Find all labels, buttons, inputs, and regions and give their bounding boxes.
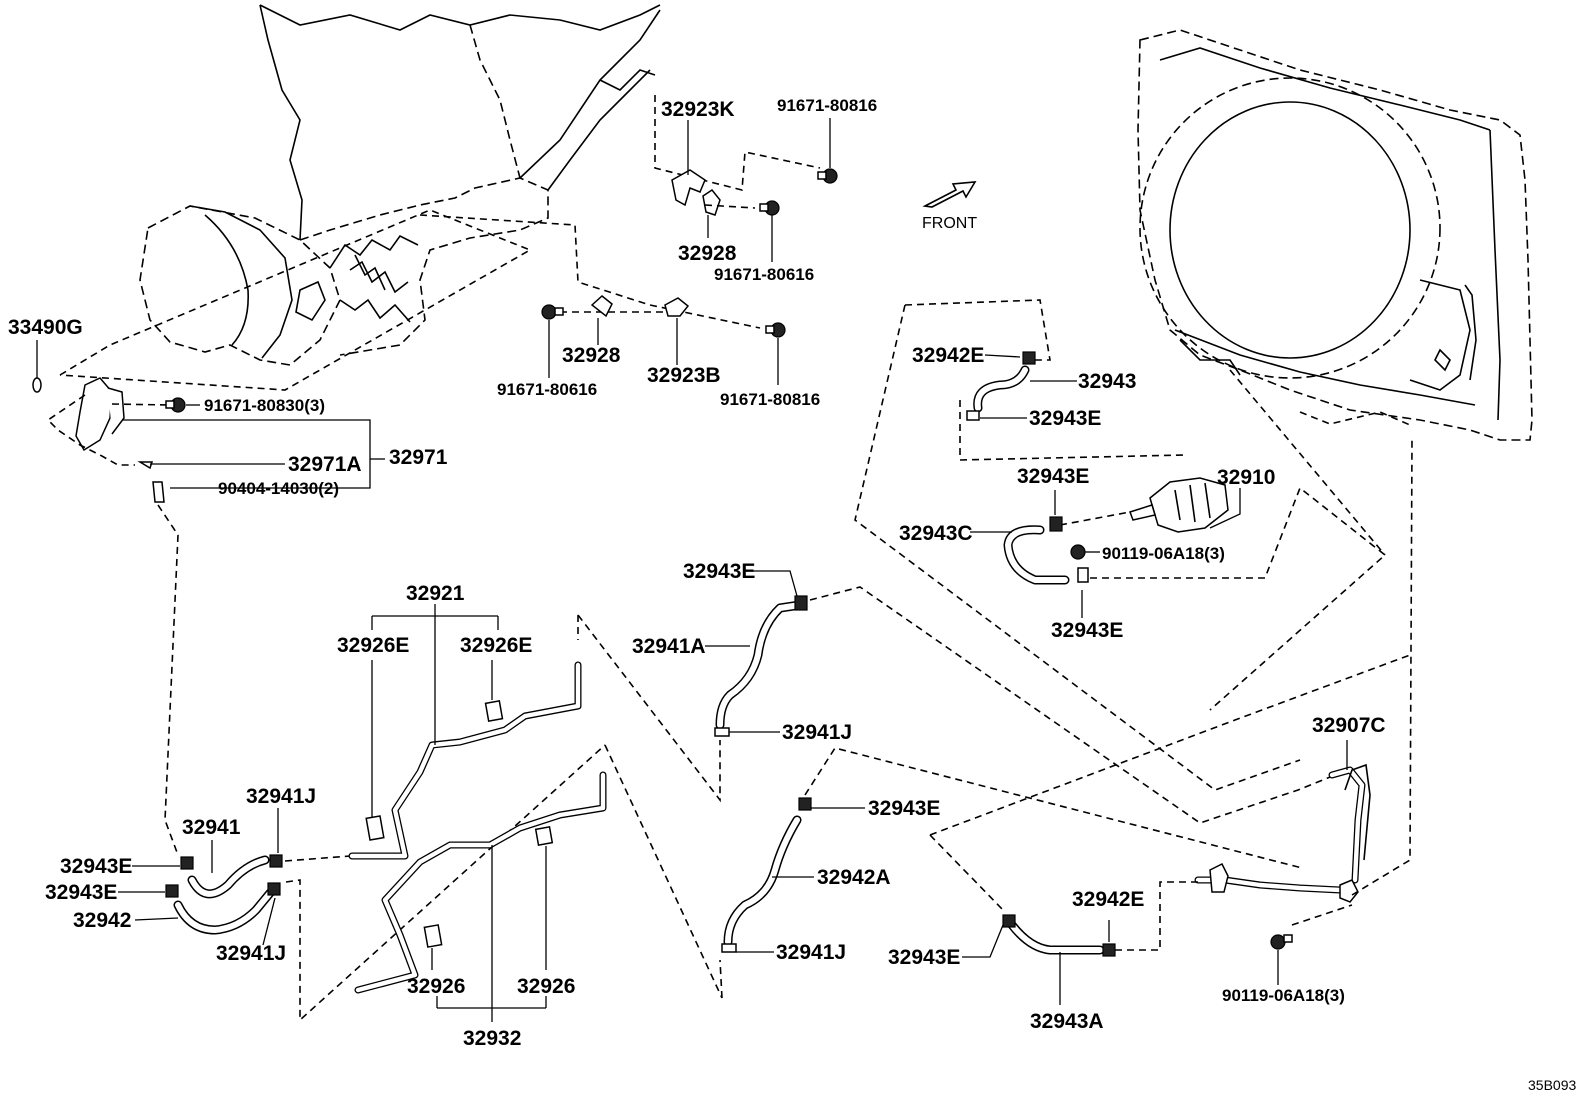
label-90404-14030-2: 90404-14030(2): [218, 479, 339, 498]
bolt-icon: [541, 304, 564, 320]
label-32943E-g: 32943E: [868, 797, 940, 820]
center-hoses: [577, 570, 1336, 999]
label-32943: 32943: [1078, 370, 1136, 393]
bolt-icon: [765, 322, 786, 338]
label-32928-mid: 32928: [562, 344, 621, 367]
bolt-icon: [1070, 544, 1086, 560]
label-33490G: 33490G: [8, 316, 83, 339]
label-32971: 32971: [389, 446, 448, 469]
label-32910: 32910: [1217, 466, 1275, 489]
label-90119-06A18-3-top: 90119-06A18(3): [1102, 544, 1225, 563]
label-32943E-c: 32943E: [1051, 619, 1123, 642]
label-32942E-bot: 32942E: [1072, 888, 1144, 911]
label-32943E-b: 32943E: [1017, 465, 1089, 488]
label-90119-06A18-3-bot: 90119-06A18(3): [1222, 986, 1345, 1005]
diagram-code: 35B093: [1528, 1077, 1576, 1093]
label-32941: 32941: [182, 816, 241, 839]
bolt-icon: [759, 200, 780, 216]
label-32923K: 32923K: [661, 98, 735, 121]
label-32923B: 32923B: [647, 364, 721, 387]
label-32943E-d: 32943E: [683, 560, 755, 583]
left-hoses: [118, 744, 606, 1022]
label-32907C: 32907C: [1312, 714, 1386, 737]
label-32943E-a: 32943E: [1029, 407, 1101, 430]
label-91671-80616-top: 91671-80616: [714, 265, 814, 284]
label-32941J-c: 32941J: [216, 942, 286, 965]
front-direction-arrow: FRONT: [922, 181, 977, 232]
label-32941J-a: 32941J: [782, 721, 852, 744]
label-32942E-top: 32942E: [912, 344, 984, 367]
radiator-fan-shroud: [1137, 29, 1533, 441]
label-32941A: 32941A: [632, 635, 706, 658]
label-32941J-b: 32941J: [246, 785, 316, 808]
upper-right-hoses: [854, 299, 1411, 791]
bolt-icon: [817, 168, 838, 184]
label-32943E-f: 32943E: [45, 881, 117, 904]
label-32932: 32932: [463, 1027, 521, 1050]
transmission-mount-outline: [59, 209, 532, 391]
label-32942A: 32942A: [817, 866, 891, 889]
label-32921: 32921: [406, 582, 465, 605]
front-label: FRONT: [922, 215, 977, 232]
label-32942: 32942: [73, 909, 131, 932]
bolt-icon: [165, 397, 186, 413]
label-91671-80616-mid: 91671-80616: [497, 380, 597, 399]
bolt-icon: [1270, 934, 1293, 950]
label-91671-80830-3: 91671-80830(3): [204, 396, 325, 415]
label-91671-80816-top: 91671-80816: [777, 96, 877, 115]
cooler-tubes: [348, 604, 723, 1022]
label-32943E-h: 32943E: [888, 946, 960, 969]
label-32943A: 32943A: [1030, 1010, 1104, 1033]
part-labels: 33490G 91671-80830(3) 32971A 32971 90404…: [8, 96, 1576, 1093]
right-pipe-assembly: [929, 439, 1413, 1005]
label-32943E-e: 32943E: [60, 855, 132, 878]
oil-cooler-mount-left: [32, 340, 385, 856]
brackets-bolts-top: [419, 95, 838, 385]
label-32971A: 32971A: [288, 453, 362, 476]
label-32928-top: 32928: [678, 242, 737, 265]
label-32941J-d: 32941J: [776, 941, 846, 964]
label-32926E-right: 32926E: [460, 634, 532, 657]
label-32926-left: 32926: [407, 975, 465, 998]
label-32926-right: 32926: [517, 975, 575, 998]
label-91671-80816-mid: 91671-80816: [720, 390, 820, 409]
label-32926E-left: 32926E: [337, 634, 409, 657]
label-32943C: 32943C: [899, 522, 973, 545]
transmission-assembly: [139, 4, 661, 366]
